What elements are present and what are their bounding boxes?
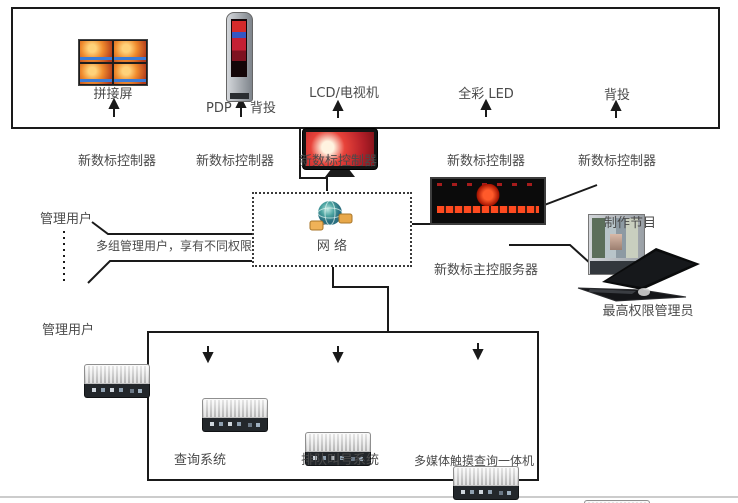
controller-label: 新数标控制器 — [577, 154, 656, 169]
pdp-standee-image — [226, 12, 253, 102]
admin-user-label: 管理用户 — [41, 323, 94, 338]
lcd-stand — [325, 170, 355, 177]
arrow-down-icons — [202, 343, 484, 364]
queue-system-label: 排队叫号系统 — [300, 453, 379, 468]
lcd-screen — [306, 132, 374, 166]
controller-label: 新数标控制器 — [195, 154, 274, 169]
video-wall-label: 拼接屏 — [93, 87, 133, 102]
network-cloud-box: 网 络 — [252, 192, 412, 267]
admin-user-label: 管理用户 — [39, 212, 92, 227]
pdp-poster — [232, 21, 246, 61]
controller-image — [453, 466, 519, 500]
network-label: 网 络 — [316, 239, 348, 254]
admin-note-text: 多组管理用户，享有不同权限 — [96, 239, 253, 253]
controller-label: 新数标控制器 — [77, 154, 156, 169]
video-wall-image — [78, 39, 148, 86]
lcd-frame — [302, 128, 378, 170]
video-wall-tile — [80, 63, 112, 84]
pdp-label-name: 背投 — [249, 101, 276, 116]
led-display-image — [430, 177, 546, 225]
master-server-label: 新数标主控服务器 — [433, 263, 538, 278]
connector-admin2-to-network — [87, 260, 253, 284]
rear-projection-label: 背投 — [603, 88, 630, 103]
lcd-tv-image — [302, 128, 378, 177]
super-admin-label: 最高权限管理员 — [602, 304, 694, 319]
connector-admin1-to-network — [91, 221, 253, 235]
lcd-tv-label: LCD/电视机 — [309, 86, 379, 101]
video-wall-tile — [114, 41, 146, 62]
controller-label: 新数标控制器 — [298, 154, 377, 169]
controller-label: 新数标控制器 — [446, 154, 525, 169]
bottom-bus-frame — [147, 331, 539, 481]
touch-terminal-label: 多媒体触摸查询一体机 — [413, 454, 534, 468]
pdp-label-prefix: PDP — [206, 101, 232, 116]
arrow-up-icons — [108, 96, 622, 118]
connector-server-to-superadmin — [509, 244, 592, 265]
producer-label: 制作节目 — [603, 216, 656, 231]
pdp-screen — [231, 19, 247, 77]
video-wall-tile — [114, 63, 146, 84]
connector-bus-to-network — [299, 128, 328, 191]
controller-image — [202, 398, 268, 432]
connector-network-to-bottom-bus — [332, 266, 389, 332]
network-icon — [309, 200, 353, 231]
led-ornament — [476, 184, 500, 206]
controller-image — [305, 432, 371, 466]
query-system-label: 查询系统 — [173, 453, 226, 468]
led-text-row — [437, 206, 539, 213]
led-display-label: 全彩 LED — [458, 87, 514, 102]
rear-projection-screen — [592, 218, 638, 258]
video-wall-tile — [80, 41, 112, 62]
super-admin-laptop-image — [577, 248, 700, 302]
controller-image — [84, 364, 150, 398]
pdp-label: PDP 背投 — [206, 101, 276, 117]
